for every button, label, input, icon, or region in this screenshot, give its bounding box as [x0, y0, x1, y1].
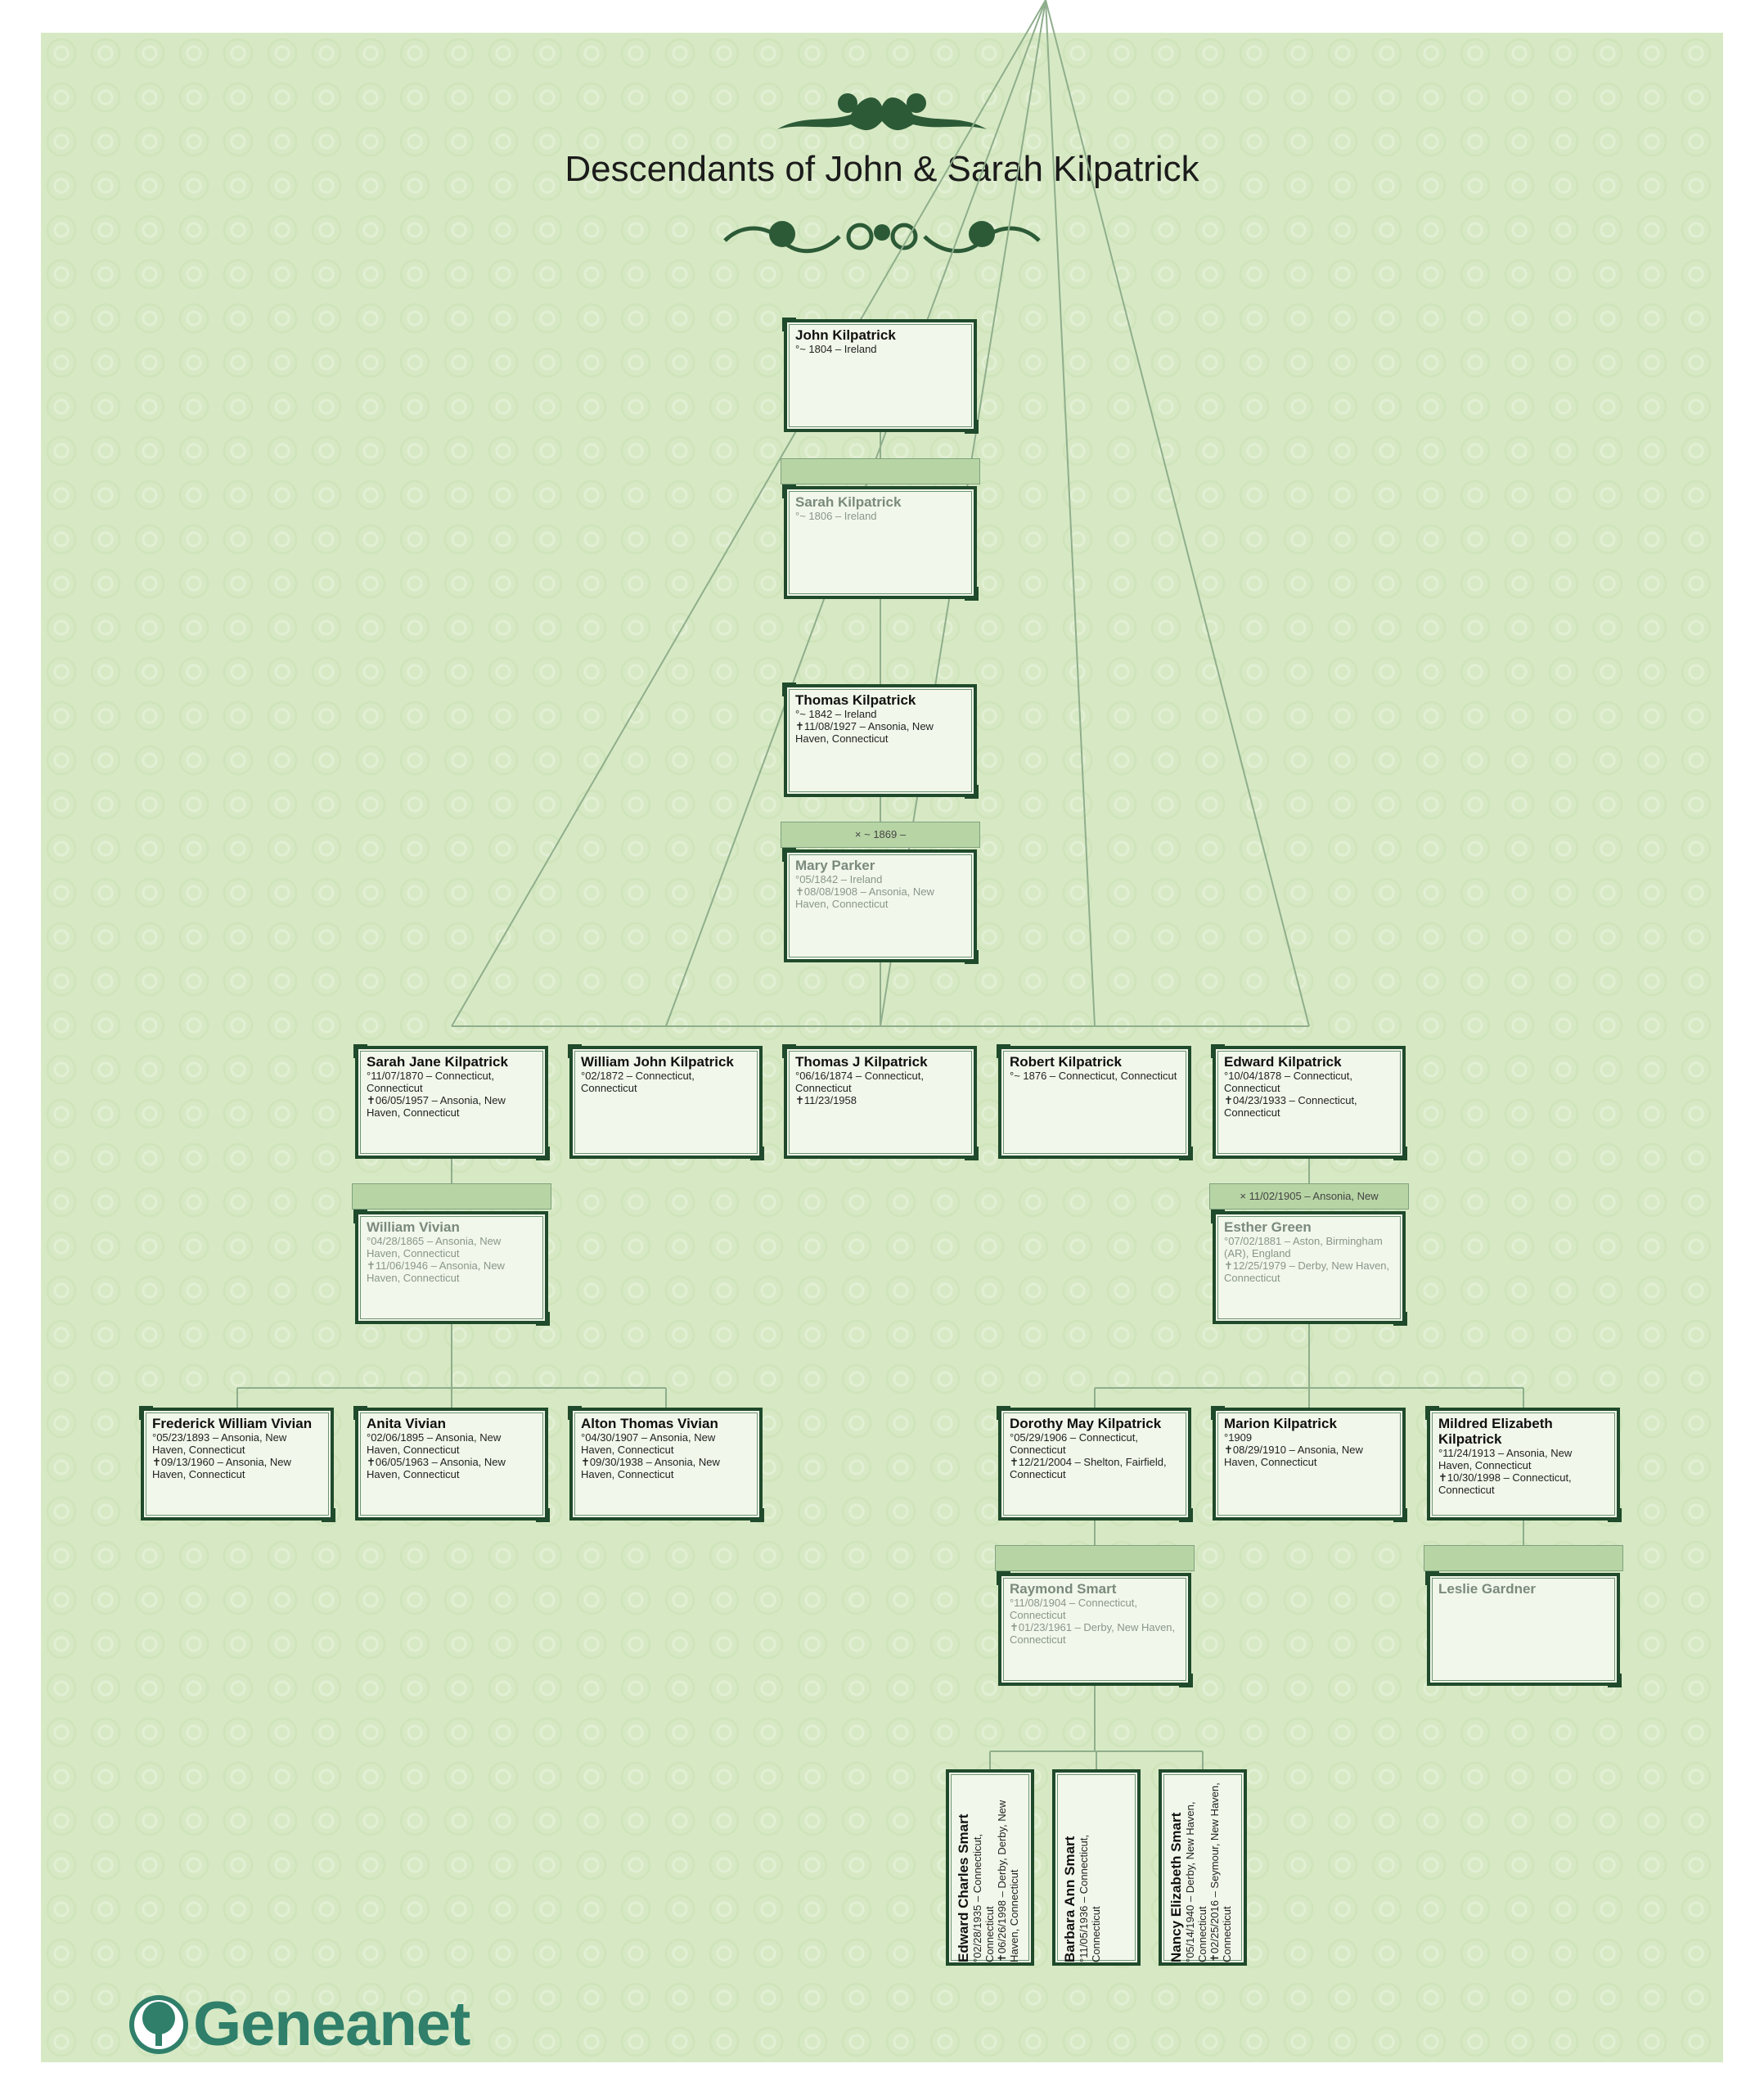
person-birth: °07/02/1881 – Aston, Birmingham (AR), En… — [1224, 1235, 1383, 1259]
person-card-robert-kilpatrick[interactable]: Robert Kilpatrick °~ 1876 – Connecticut,… — [997, 1044, 1193, 1160]
person-death: ✝12/25/1979 – Derby, New Haven, Connecti… — [1224, 1259, 1390, 1284]
person-name: Esther Green — [1224, 1219, 1312, 1235]
person-card-mildred-elizabeth-kilpatrick[interactable]: Mildred Elizabeth Kilpatrick °11/24/1913… — [1425, 1406, 1622, 1522]
marriage-bar — [995, 1545, 1195, 1571]
person-birth: °11/24/1913 – Ansonia, New Haven, Connec… — [1438, 1447, 1573, 1471]
person-death: ✝08/08/1908 – Ansonia, New Haven, Connec… — [795, 885, 934, 910]
person-card-edward-kilpatrick[interactable]: Edward Kilpatrick °10/04/1878 – Connecti… — [1211, 1044, 1407, 1160]
person-card-dorothy-may-kilpatrick[interactable]: Dorothy May Kilpatrick °05/29/1906 – Con… — [997, 1406, 1193, 1522]
person-card-marion-kilpatrick[interactable]: Marion Kilpatrick °1909 ✝08/29/1910 – An… — [1211, 1406, 1407, 1522]
person-birth: °11/05/1936 – Connecticut, Connecticut — [1078, 1834, 1102, 1962]
person-birth: °02/06/1895 – Ansonia, New Haven, Connec… — [367, 1431, 502, 1456]
person-card-edward-charles-smart[interactable]: Edward Charles Smart °02/28/1935 – Conne… — [946, 1769, 1034, 1966]
person-card-esther-green[interactable]: Esther Green °07/02/1881 – Aston, Birmin… — [1211, 1210, 1407, 1326]
person-name: Sarah Jane Kilpatrick — [367, 1054, 508, 1070]
connector-line — [451, 0, 1046, 1027]
person-card-alton-thomas-vivian[interactable]: Alton Thomas Vivian °04/30/1907 – Ansoni… — [568, 1406, 764, 1522]
person-death: ✝08/29/1910 – Ansonia, New Haven, Connec… — [1224, 1444, 1363, 1468]
person-death: ✝11/23/1958 — [795, 1094, 857, 1106]
marriage-bar: × ~ 1869 – — [781, 822, 980, 848]
geneanet-logo[interactable]: Geneanet — [193, 1989, 470, 2059]
person-card-william-vivian[interactable]: William Vivian °04/28/1865 – Ansonia, Ne… — [353, 1210, 550, 1326]
person-name: John Kilpatrick — [795, 327, 896, 343]
person-birth: °1909 — [1224, 1431, 1253, 1444]
person-name: Thomas Kilpatrick — [795, 692, 916, 708]
person-name: Edward Kilpatrick — [1224, 1054, 1342, 1070]
person-death: ✝06/05/1963 – Ansonia, New Haven, Connec… — [367, 1456, 506, 1480]
person-name: Nancy Elizabeth Smart — [1168, 1812, 1184, 1962]
person-card-nancy-elizabeth-smart[interactable]: Nancy Elizabeth Smart °05/14/1940 – Derb… — [1159, 1769, 1247, 1966]
person-card-sarah-kilpatrick[interactable]: Sarah Kilpatrick °~ 1806 – Ireland — [782, 484, 979, 601]
person-name: Anita Vivian — [367, 1416, 446, 1431]
person-name: Robert Kilpatrick — [1010, 1054, 1122, 1070]
top-ornament — [777, 93, 987, 131]
person-name: Sarah Kilpatrick — [795, 494, 902, 510]
tree-icon — [129, 1995, 188, 2054]
person-birth: °~ 1806 – Ireland — [795, 510, 877, 522]
person-death: ✝06/26/1998 – Derby, Derby, New Haven, C… — [996, 1800, 1020, 1962]
person-birth: °~ 1876 – Connecticut, Connecticut — [1010, 1070, 1177, 1082]
person-name: Alton Thomas Vivian — [581, 1416, 718, 1431]
marriage-bar — [352, 1183, 551, 1210]
person-card-leslie-gardner[interactable]: Leslie Gardner — [1425, 1571, 1622, 1687]
person-death: ✝09/30/1938 – Ansonia, New Haven, Connec… — [581, 1456, 720, 1480]
person-birth: °11/07/1870 – Connecticut, Connecticut — [367, 1070, 495, 1094]
person-card-john-kilpatrick[interactable]: John Kilpatrick °~ 1804 – Ireland — [782, 318, 979, 434]
person-birth: °04/30/1907 – Ansonia, New Haven, Connec… — [581, 1431, 716, 1456]
person-birth: °11/08/1904 – Connecticut, Connecticut — [1010, 1597, 1138, 1621]
person-name: Dorothy May Kilpatrick — [1010, 1416, 1162, 1431]
person-card-raymond-smart[interactable]: Raymond Smart °11/08/1904 – Connecticut,… — [997, 1571, 1193, 1687]
person-card-mary-parker[interactable]: Mary Parker °05/1842 – Ireland ✝08/08/19… — [782, 848, 979, 964]
person-death: ✝04/23/1933 – Connecticut, Connecticut — [1224, 1094, 1357, 1119]
connector-line — [1045, 0, 1310, 1027]
person-name: William John Kilpatrick — [581, 1054, 734, 1070]
person-name: Leslie Gardner — [1438, 1581, 1537, 1597]
connector-line — [1045, 0, 1096, 1027]
marriage-bar: × 11/02/1905 – Ansonia, New — [1209, 1183, 1409, 1210]
person-name: Thomas J Kilpatrick — [795, 1054, 928, 1070]
person-death: ✝11/08/1927 – Ansonia, New Haven, Connec… — [795, 720, 934, 745]
person-card-barbara-ann-smart[interactable]: Barbara Ann Smart °11/05/1936 – Connecti… — [1052, 1769, 1141, 1966]
person-name: Edward Charles Smart — [956, 1813, 971, 1962]
person-birth: °05/23/1893 – Ansonia, New Haven, Connec… — [152, 1431, 287, 1456]
person-death: ✝09/13/1960 – Ansonia, New Haven, Connec… — [152, 1456, 291, 1480]
person-card-anita-vivian[interactable]: Anita Vivian °02/06/1895 – Ansonia, New … — [353, 1406, 550, 1522]
person-card-william-john-kilpatrick[interactable]: William John Kilpatrick °02/1872 – Conne… — [568, 1044, 764, 1160]
person-birth: °~ 1804 – Ireland — [795, 343, 877, 355]
person-birth: °~ 1842 – Ireland — [795, 708, 877, 720]
person-card-thomas-j-kilpatrick[interactable]: Thomas J Kilpatrick °06/16/1874 – Connec… — [782, 1044, 979, 1160]
person-card-sarah-jane-kilpatrick[interactable]: Sarah Jane Kilpatrick °11/07/1870 – Conn… — [353, 1044, 550, 1160]
person-birth: °05/14/1940 – Derby, New Haven, Connecti… — [1184, 1801, 1208, 1962]
person-name: Barbara Ann Smart — [1062, 1836, 1078, 1962]
person-birth: °06/16/1874 – Connecticut, Connecticut — [795, 1070, 924, 1094]
person-birth: °05/29/1906 – Connecticut, Connecticut — [1010, 1431, 1138, 1456]
person-birth: °02/28/1935 – Connecticut, Connecticut — [971, 1834, 996, 1962]
person-death: ✝06/05/1957 – Ansonia, New Haven, Connec… — [367, 1094, 506, 1119]
person-birth: °05/1842 – Ireland — [795, 873, 883, 885]
person-name: William Vivian — [367, 1219, 460, 1235]
title-flourish — [723, 221, 1041, 254]
person-name: Marion Kilpatrick — [1224, 1416, 1337, 1431]
marriage-bar — [781, 458, 980, 484]
person-death: ✝01/23/1961 – Derby, New Haven, Connecti… — [1010, 1621, 1176, 1646]
person-name: Raymond Smart — [1010, 1581, 1117, 1597]
person-name: Frederick William Vivian — [152, 1416, 313, 1431]
person-birth: °02/1872 – Connecticut, Connecticut — [581, 1070, 695, 1094]
person-death: ✝12/21/2004 – Shelton, Fairfield, Connec… — [1010, 1456, 1167, 1480]
person-death: ✝11/06/1946 – Ansonia, New Haven, Connec… — [367, 1259, 505, 1284]
chart-title: Descendants of John & Sarah Kilpatrick — [565, 149, 1199, 189]
person-birth: °04/28/1865 – Ansonia, New Haven, Connec… — [367, 1235, 502, 1259]
person-card-frederick-william-vivian[interactable]: Frederick William Vivian °05/23/1893 – A… — [139, 1406, 335, 1522]
person-name: Mary Parker — [795, 858, 875, 873]
person-card-thomas-kilpatrick[interactable]: Thomas Kilpatrick °~ 1842 – Ireland ✝11/… — [782, 683, 979, 799]
person-death: ✝10/30/1998 – Connecticut, Connecticut — [1438, 1471, 1572, 1496]
marriage-bar — [1424, 1545, 1623, 1571]
person-name: Mildred Elizabeth Kilpatrick — [1438, 1416, 1553, 1447]
person-death: ✝02/25/2016 – Seymour, New Haven, Connec… — [1208, 1782, 1233, 1962]
person-birth: °10/04/1878 – Connecticut, Connecticut — [1224, 1070, 1352, 1094]
